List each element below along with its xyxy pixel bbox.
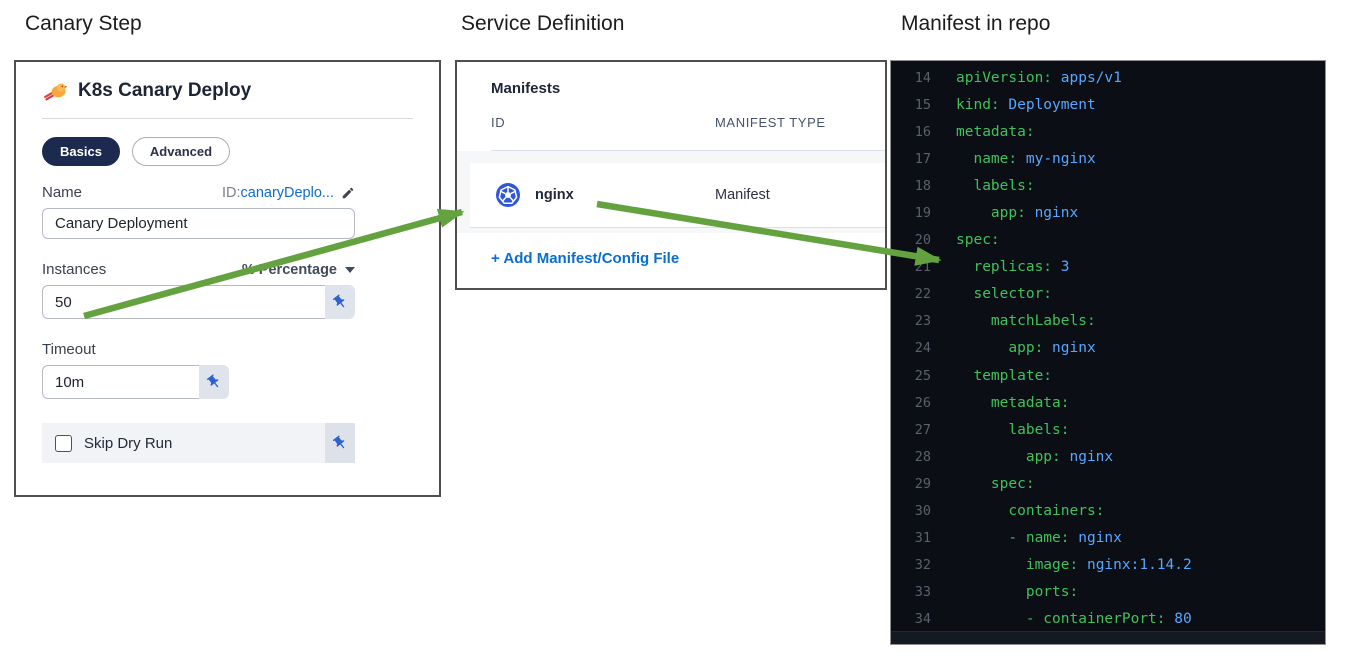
- manifest-table-header: ID MANIFEST TYPE: [491, 115, 826, 130]
- line-number: 29: [914, 475, 931, 492]
- manifest-row-type: Manifest: [715, 187, 770, 203]
- skip-dry-run-pin-button[interactable]: [325, 423, 355, 463]
- divider: [491, 150, 885, 151]
- code-line: 30 containers:: [891, 498, 1325, 525]
- code-line: 27 labels:: [891, 416, 1325, 443]
- code-line: 23 matchLabels:: [891, 308, 1325, 335]
- instances-field-label: Instances: [42, 261, 107, 278]
- line-number: 14: [914, 69, 931, 86]
- column-header-manifest-type: MANIFEST TYPE: [715, 115, 826, 130]
- line-number: 22: [914, 286, 931, 303]
- name-field-label: Name: [42, 184, 83, 201]
- instances-unit-dropdown[interactable]: % Percentage: [242, 262, 355, 278]
- line-number: 28: [914, 448, 931, 465]
- line-number: 33: [914, 584, 931, 601]
- step-tabs: Basics Advanced: [42, 137, 413, 166]
- line-number: 19: [914, 205, 931, 222]
- manifest-table-row[interactable]: nginx Manifest: [470, 163, 885, 228]
- line-number: 20: [914, 232, 931, 249]
- code-line: 29 spec:: [891, 470, 1325, 497]
- instances-input[interactable]: [42, 285, 325, 319]
- canary-step-card: K8s Canary Deploy Basics Advanced Name I…: [14, 60, 441, 497]
- code-line: 18 labels:: [891, 172, 1325, 199]
- code-line: 32 image: nginx:1.14.2: [891, 552, 1325, 579]
- line-number: 25: [914, 367, 931, 384]
- step-title: K8s Canary Deploy: [78, 80, 252, 101]
- pin-icon: [333, 435, 345, 449]
- step-name-input[interactable]: [42, 208, 355, 239]
- code-line: 33 ports:: [891, 579, 1325, 606]
- line-number: 21: [914, 259, 931, 276]
- line-number: 24: [914, 340, 931, 357]
- code-line: 31 - name: nginx: [891, 525, 1325, 552]
- line-number: 31: [914, 530, 931, 547]
- code-line: 24 app: nginx: [891, 335, 1325, 362]
- caret-down-icon: [345, 266, 355, 273]
- timeout-pin-button[interactable]: [199, 365, 229, 399]
- column-header-id: ID: [491, 115, 506, 130]
- code-line: 26 metadata:: [891, 389, 1325, 416]
- step-id-link[interactable]: canaryDeplo...: [240, 184, 335, 201]
- line-number: 27: [914, 421, 931, 438]
- skip-dry-run-row: Skip Dry Run: [42, 423, 355, 463]
- code-line: 28 app: nginx: [891, 443, 1325, 470]
- code-line: 22 selector:: [891, 281, 1325, 308]
- pin-icon: [207, 374, 219, 388]
- skip-dry-run-checkbox[interactable]: [55, 434, 72, 452]
- divider: [42, 118, 413, 119]
- pin-icon: [333, 294, 345, 308]
- line-number: 32: [914, 557, 931, 574]
- pencil-edit-icon[interactable]: [341, 186, 355, 200]
- line-number: 34: [914, 611, 931, 628]
- line-number: 18: [914, 177, 931, 194]
- manifest-in-repo-heading: Manifest in repo: [901, 12, 1051, 35]
- line-number: 17: [914, 150, 931, 167]
- code-line: 25 template:: [891, 362, 1325, 389]
- id-prefix: ID:: [221, 184, 241, 201]
- line-number: 16: [914, 123, 931, 140]
- tab-basics[interactable]: Basics: [42, 137, 120, 166]
- add-manifest-link[interactable]: + Add Manifest/Config File: [491, 250, 680, 267]
- manifest-row-id: nginx: [535, 187, 574, 203]
- service-definition-heading: Service Definition: [461, 12, 625, 35]
- code-line: 17 name: my-nginx: [891, 145, 1325, 172]
- timeout-input[interactable]: [42, 365, 199, 399]
- editor-footer-bar: [891, 631, 1325, 644]
- code-line: 21 replicas: 3: [891, 254, 1325, 281]
- code-line: 19 app: nginx: [891, 199, 1325, 226]
- tab-advanced[interactable]: Advanced: [131, 137, 231, 166]
- instances-unit-label: % Percentage: [241, 261, 337, 278]
- line-number: 26: [914, 394, 931, 411]
- timeout-field-label: Timeout: [42, 341, 96, 358]
- skip-dry-run-label: Skip Dry Run: [84, 434, 173, 452]
- manifests-section-title: Manifests: [491, 80, 561, 97]
- instances-pin-button[interactable]: [325, 285, 355, 319]
- canary-step-heading: Canary Step: [25, 12, 142, 35]
- canary-bird-icon: [42, 81, 68, 101]
- line-number: 30: [914, 503, 931, 520]
- code-line: 34 - containerPort: 80: [891, 606, 1325, 633]
- service-definition-card: Manifests ID MANIFEST TYPE: [455, 60, 887, 290]
- line-number: 23: [914, 313, 931, 330]
- kubernetes-icon: [495, 182, 521, 208]
- line-number: 15: [914, 96, 931, 113]
